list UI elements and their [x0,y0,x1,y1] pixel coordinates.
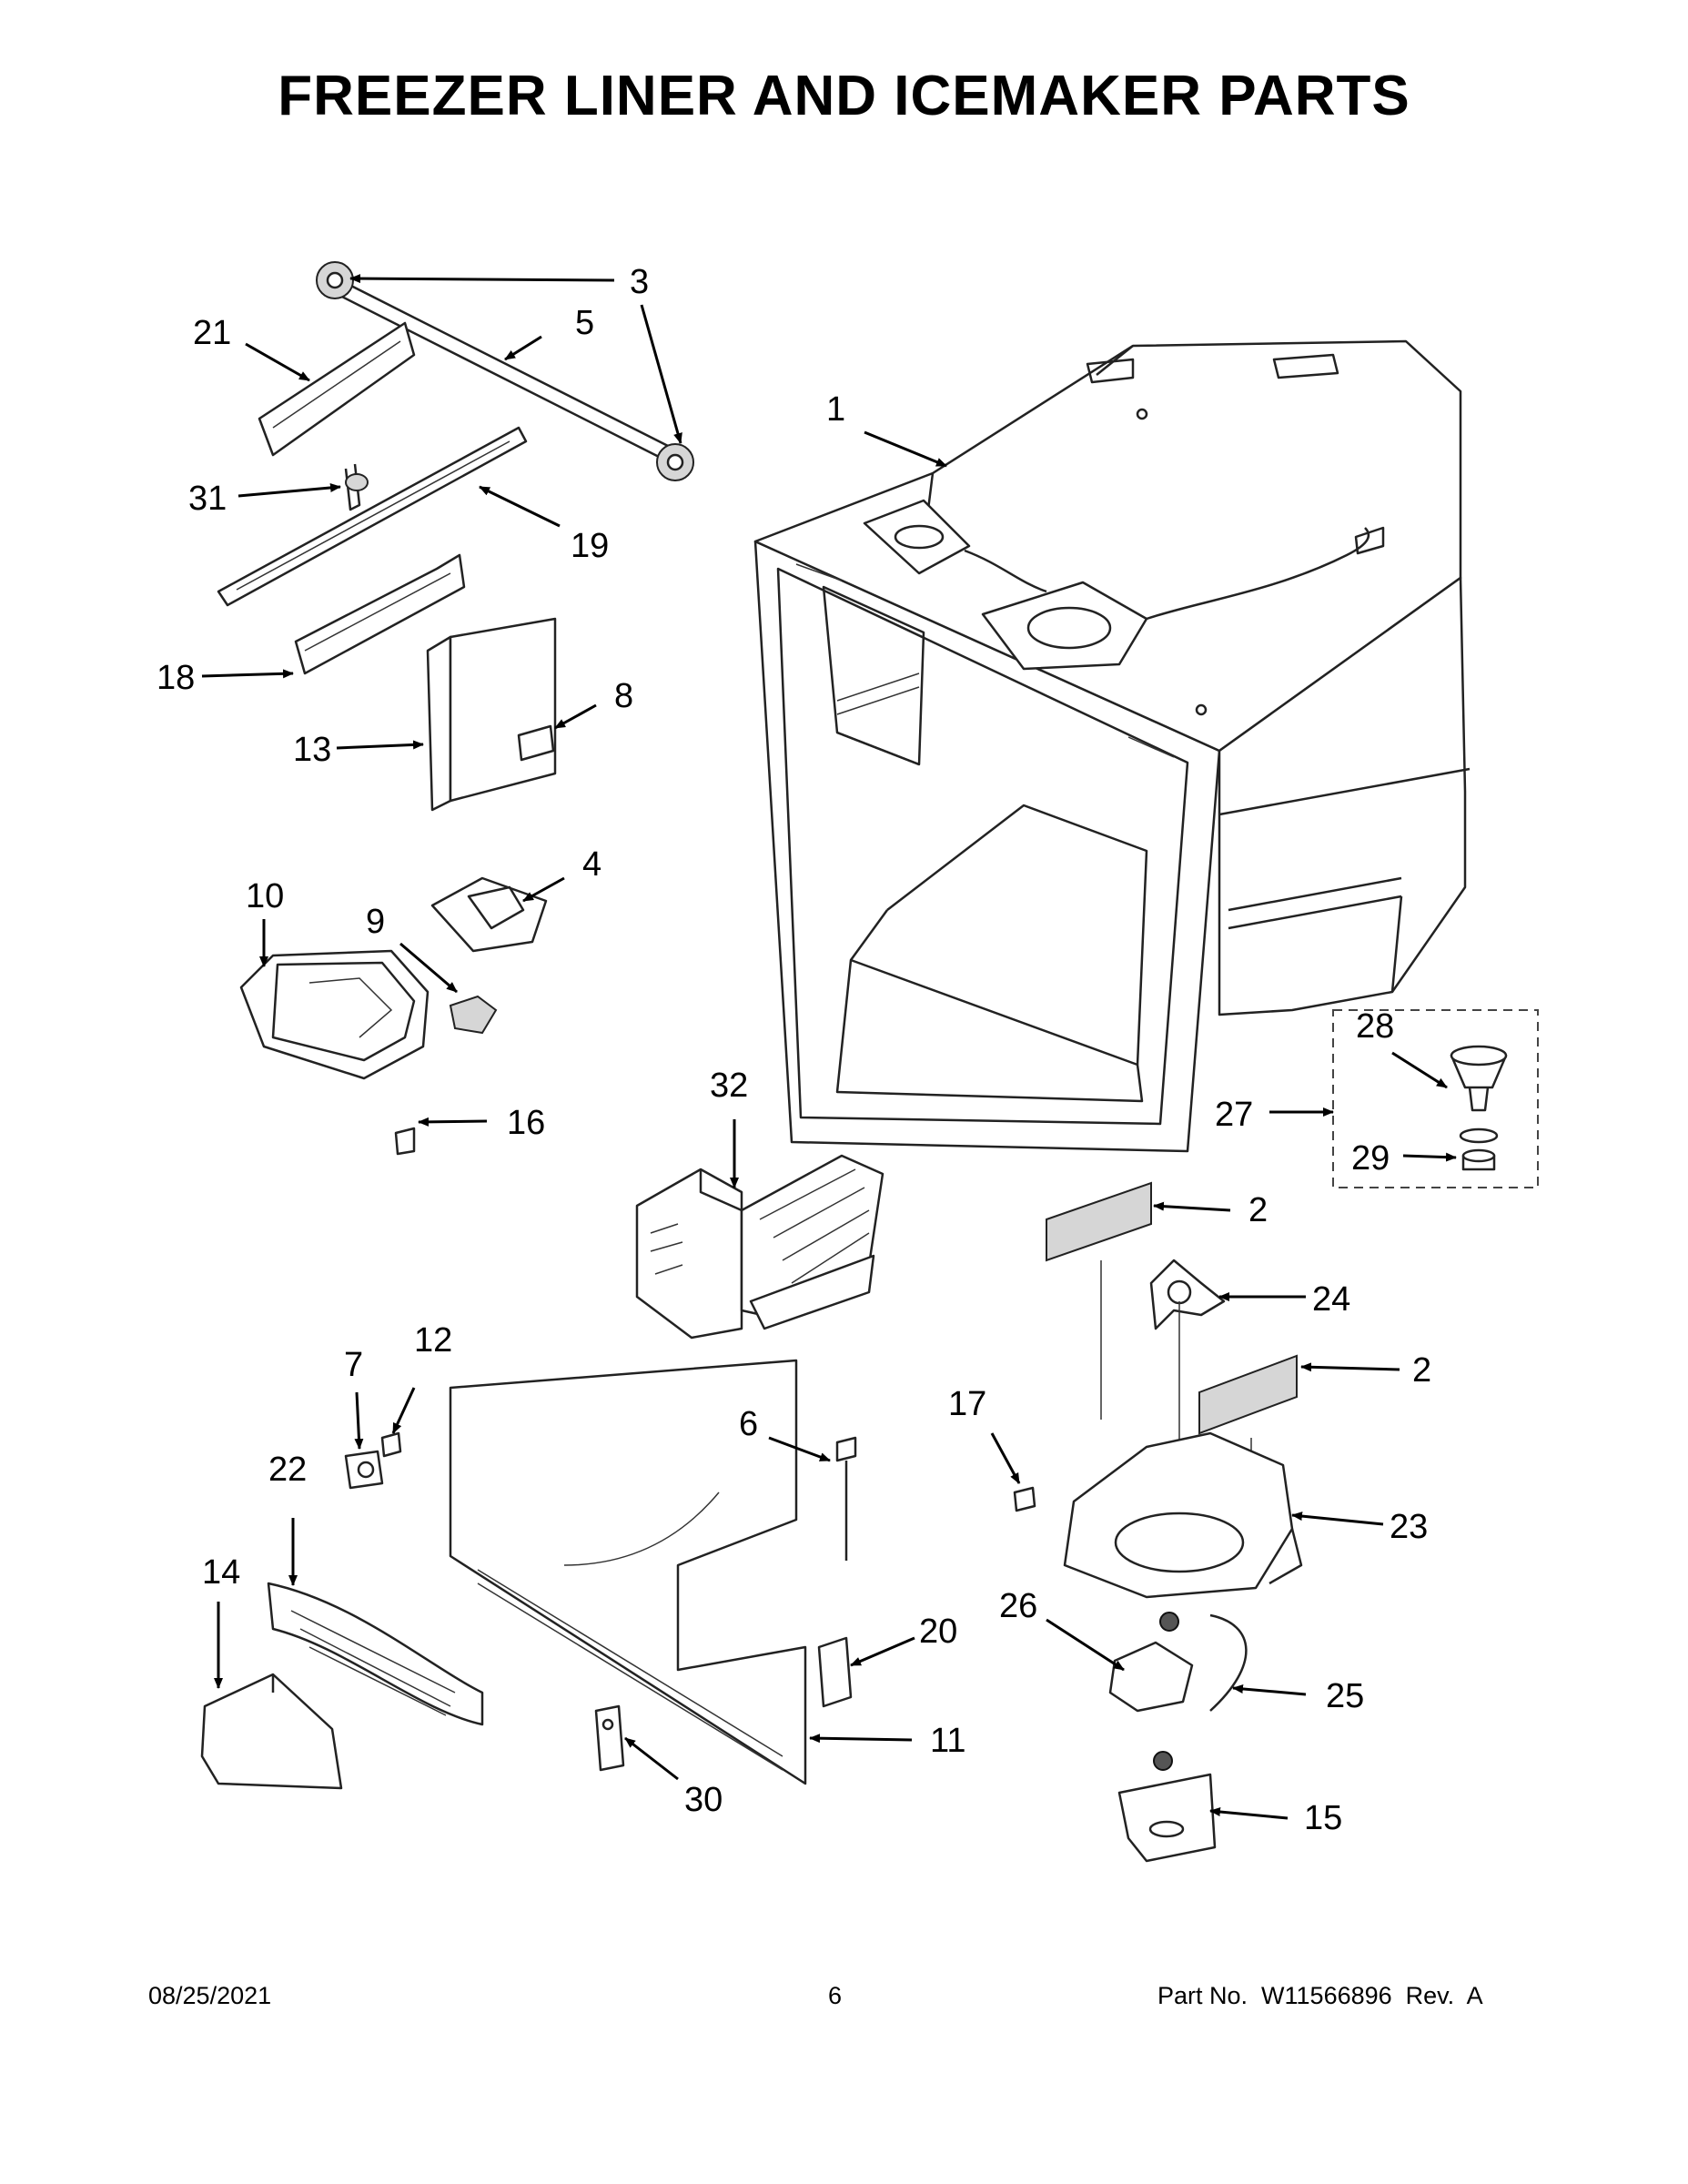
shaft-and-gears-parts-3-5 [316,261,694,481]
callout-22: 22 [268,1451,307,1489]
callout-19: 19 [571,527,609,565]
freezer-liner-part-1 [753,339,1471,1153]
callout-17: 17 [948,1385,986,1423]
callout-28: 28 [1356,1007,1394,1046]
page-title: FREEZER LINER AND ICEMAKER PARTS [278,65,1410,127]
callout-31: 31 [188,480,227,518]
callout-18: 18 [157,659,195,697]
callout-24: 24 [1312,1280,1350,1319]
callout-4: 4 [582,845,601,884]
callout-20: 20 [919,1613,957,1651]
callout-21: 21 [193,314,231,352]
callout-3: 3 [630,263,649,301]
housing-parts-10-16-9-4 [239,876,548,1156]
footer-page-number: 6 [828,1982,843,2009]
callout-29: 29 [1351,1139,1390,1178]
callout-8: 8 [614,677,633,715]
callout-2-bottom: 2 [1412,1351,1431,1390]
callout-12: 12 [414,1321,452,1360]
callout-30: 30 [684,1781,723,1819]
callout-labels: 3 5 21 31 19 18 13 8 1 4 9 10 16 32 27 2… [157,263,1431,1837]
callout-6: 6 [739,1405,758,1443]
footer-date: 08/25/2021 [148,1982,272,2009]
callout-15: 15 [1304,1799,1342,1837]
callout-25: 25 [1326,1677,1364,1715]
callout-32: 32 [710,1067,748,1105]
callout-7: 7 [344,1346,363,1384]
callout-5: 5 [575,304,594,342]
callout-1: 1 [826,390,845,429]
callout-26: 26 [999,1587,1037,1625]
callout-23: 23 [1390,1508,1428,1546]
fitting-kit-parts-27-28-29 [1332,1009,1539,1188]
footer-part-number: Part No. W11566896 Rev. A [1157,1982,1483,2009]
callout-27: 27 [1215,1096,1253,1134]
callout-14: 14 [202,1553,240,1592]
lower-panel-parts [200,1359,857,1790]
callout-10: 10 [246,877,284,915]
icemaker-part-32 [635,1154,884,1340]
callout-leaders [201,274,1457,1820]
evaporator-fan-parts [1013,1181,1303,1863]
callout-9: 9 [366,903,385,941]
rail-parts-21-31-19-18-13-8 [217,321,557,812]
callout-11: 11 [930,1722,965,1760]
callout-16: 16 [507,1104,545,1142]
callout-2-top: 2 [1248,1191,1268,1229]
callout-13: 13 [293,731,331,769]
